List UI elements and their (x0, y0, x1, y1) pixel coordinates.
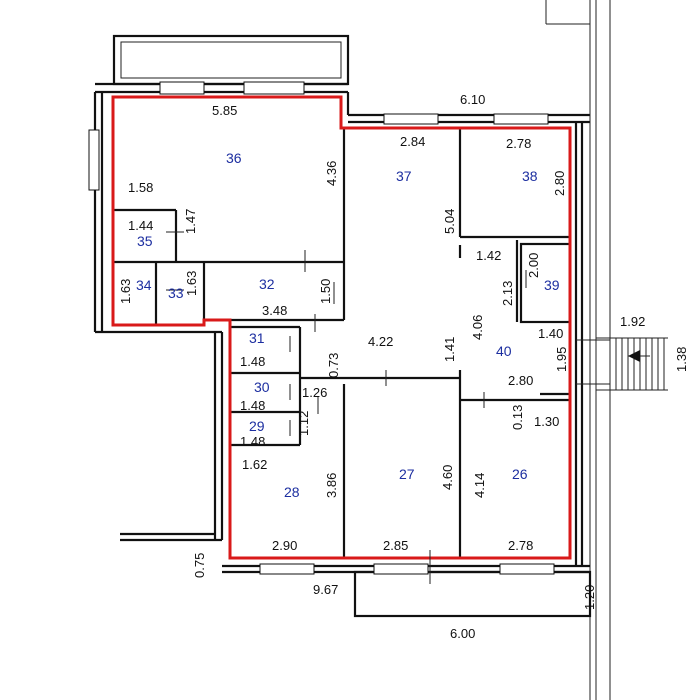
top-balcony (112, 34, 350, 86)
dim-label: 2.00 (526, 253, 541, 278)
stair-arrow-icon (628, 350, 640, 362)
dim-label: 1.48 (240, 434, 265, 449)
dim-label: 4.14 (472, 473, 487, 498)
dim-label: 1.20 (582, 585, 597, 610)
dim-label: 0.13 (510, 405, 525, 430)
walls (93, 0, 611, 700)
dim-label: 5.04 (442, 209, 457, 234)
dim-label: 2.13 (500, 281, 515, 306)
room-27: 27 (399, 466, 415, 482)
dim-label: 0.73 (326, 353, 341, 378)
dim-label: 9.67 (313, 582, 338, 597)
dim-label: 1.38 (674, 347, 689, 372)
dimension-labels: 5.85 6.10 2.84 2.78 4.36 1.58 2.80 5.04 … (118, 92, 689, 641)
dim-label: 1.30 (534, 414, 559, 429)
dim-label: 1.92 (620, 314, 645, 329)
room-37: 37 (396, 168, 412, 184)
dim-label: 6.00 (450, 626, 475, 641)
dim-label: 2.90 (272, 538, 297, 553)
dim-label: 1.12 (296, 411, 311, 436)
dim-label: 1.62 (242, 457, 267, 472)
room-34: 34 (136, 277, 152, 293)
room-36: 36 (226, 150, 242, 166)
bottom-balcony (353, 570, 592, 618)
room-31: 31 (249, 330, 265, 346)
dim-label: 4.06 (470, 315, 485, 340)
room-38: 38 (522, 168, 538, 184)
dim-label: 1.63 (118, 279, 133, 304)
dim-label: 2.80 (508, 373, 533, 388)
room-30: 30 (254, 379, 270, 395)
dim-label: 1.58 (128, 180, 153, 195)
room-labels: 36 37 38 35 34 33 32 39 40 31 30 29 28 2… (136, 150, 560, 500)
room-39: 39 (544, 277, 560, 293)
room-29: 29 (249, 418, 265, 434)
dim-label: 2.78 (508, 538, 533, 553)
room-40: 40 (496, 343, 512, 359)
dim-label: 1.48 (240, 354, 265, 369)
dim-label: 4.36 (324, 161, 339, 186)
dim-label: 5.85 (212, 103, 237, 118)
dim-label: 2.78 (506, 136, 531, 151)
dim-label: 2.85 (383, 538, 408, 553)
room-32: 32 (259, 276, 275, 292)
dim-label: 2.84 (400, 134, 425, 149)
dim-label: 1.44 (128, 218, 153, 233)
dim-label: 1.50 (318, 279, 333, 304)
dim-label: 1.42 (476, 248, 501, 263)
room-26: 26 (512, 466, 528, 482)
dim-label: 1.26 (302, 385, 327, 400)
windows (88, 81, 555, 575)
dim-label: 4.22 (368, 334, 393, 349)
dim-label: 1.63 (184, 271, 199, 296)
dim-label: 2.80 (552, 171, 567, 196)
door-marks (166, 231, 527, 584)
staircase (576, 337, 668, 391)
dim-label: 1.95 (554, 347, 569, 372)
dim-label: 1.47 (183, 209, 198, 234)
dim-label: 3.86 (324, 473, 339, 498)
dim-label: 1.41 (442, 337, 457, 362)
apartment-outline (111, 95, 572, 560)
dim-label: 1.40 (538, 326, 563, 341)
room-28: 28 (284, 484, 300, 500)
room-33: 33 (168, 285, 184, 301)
dim-label: 3.48 (262, 303, 287, 318)
room-35: 35 (137, 233, 153, 249)
dim-label: 1.48 (240, 398, 265, 413)
dim-label: 0.75 (192, 553, 207, 578)
dim-label: 4.60 (440, 465, 455, 490)
dim-label: 6.10 (460, 92, 485, 107)
